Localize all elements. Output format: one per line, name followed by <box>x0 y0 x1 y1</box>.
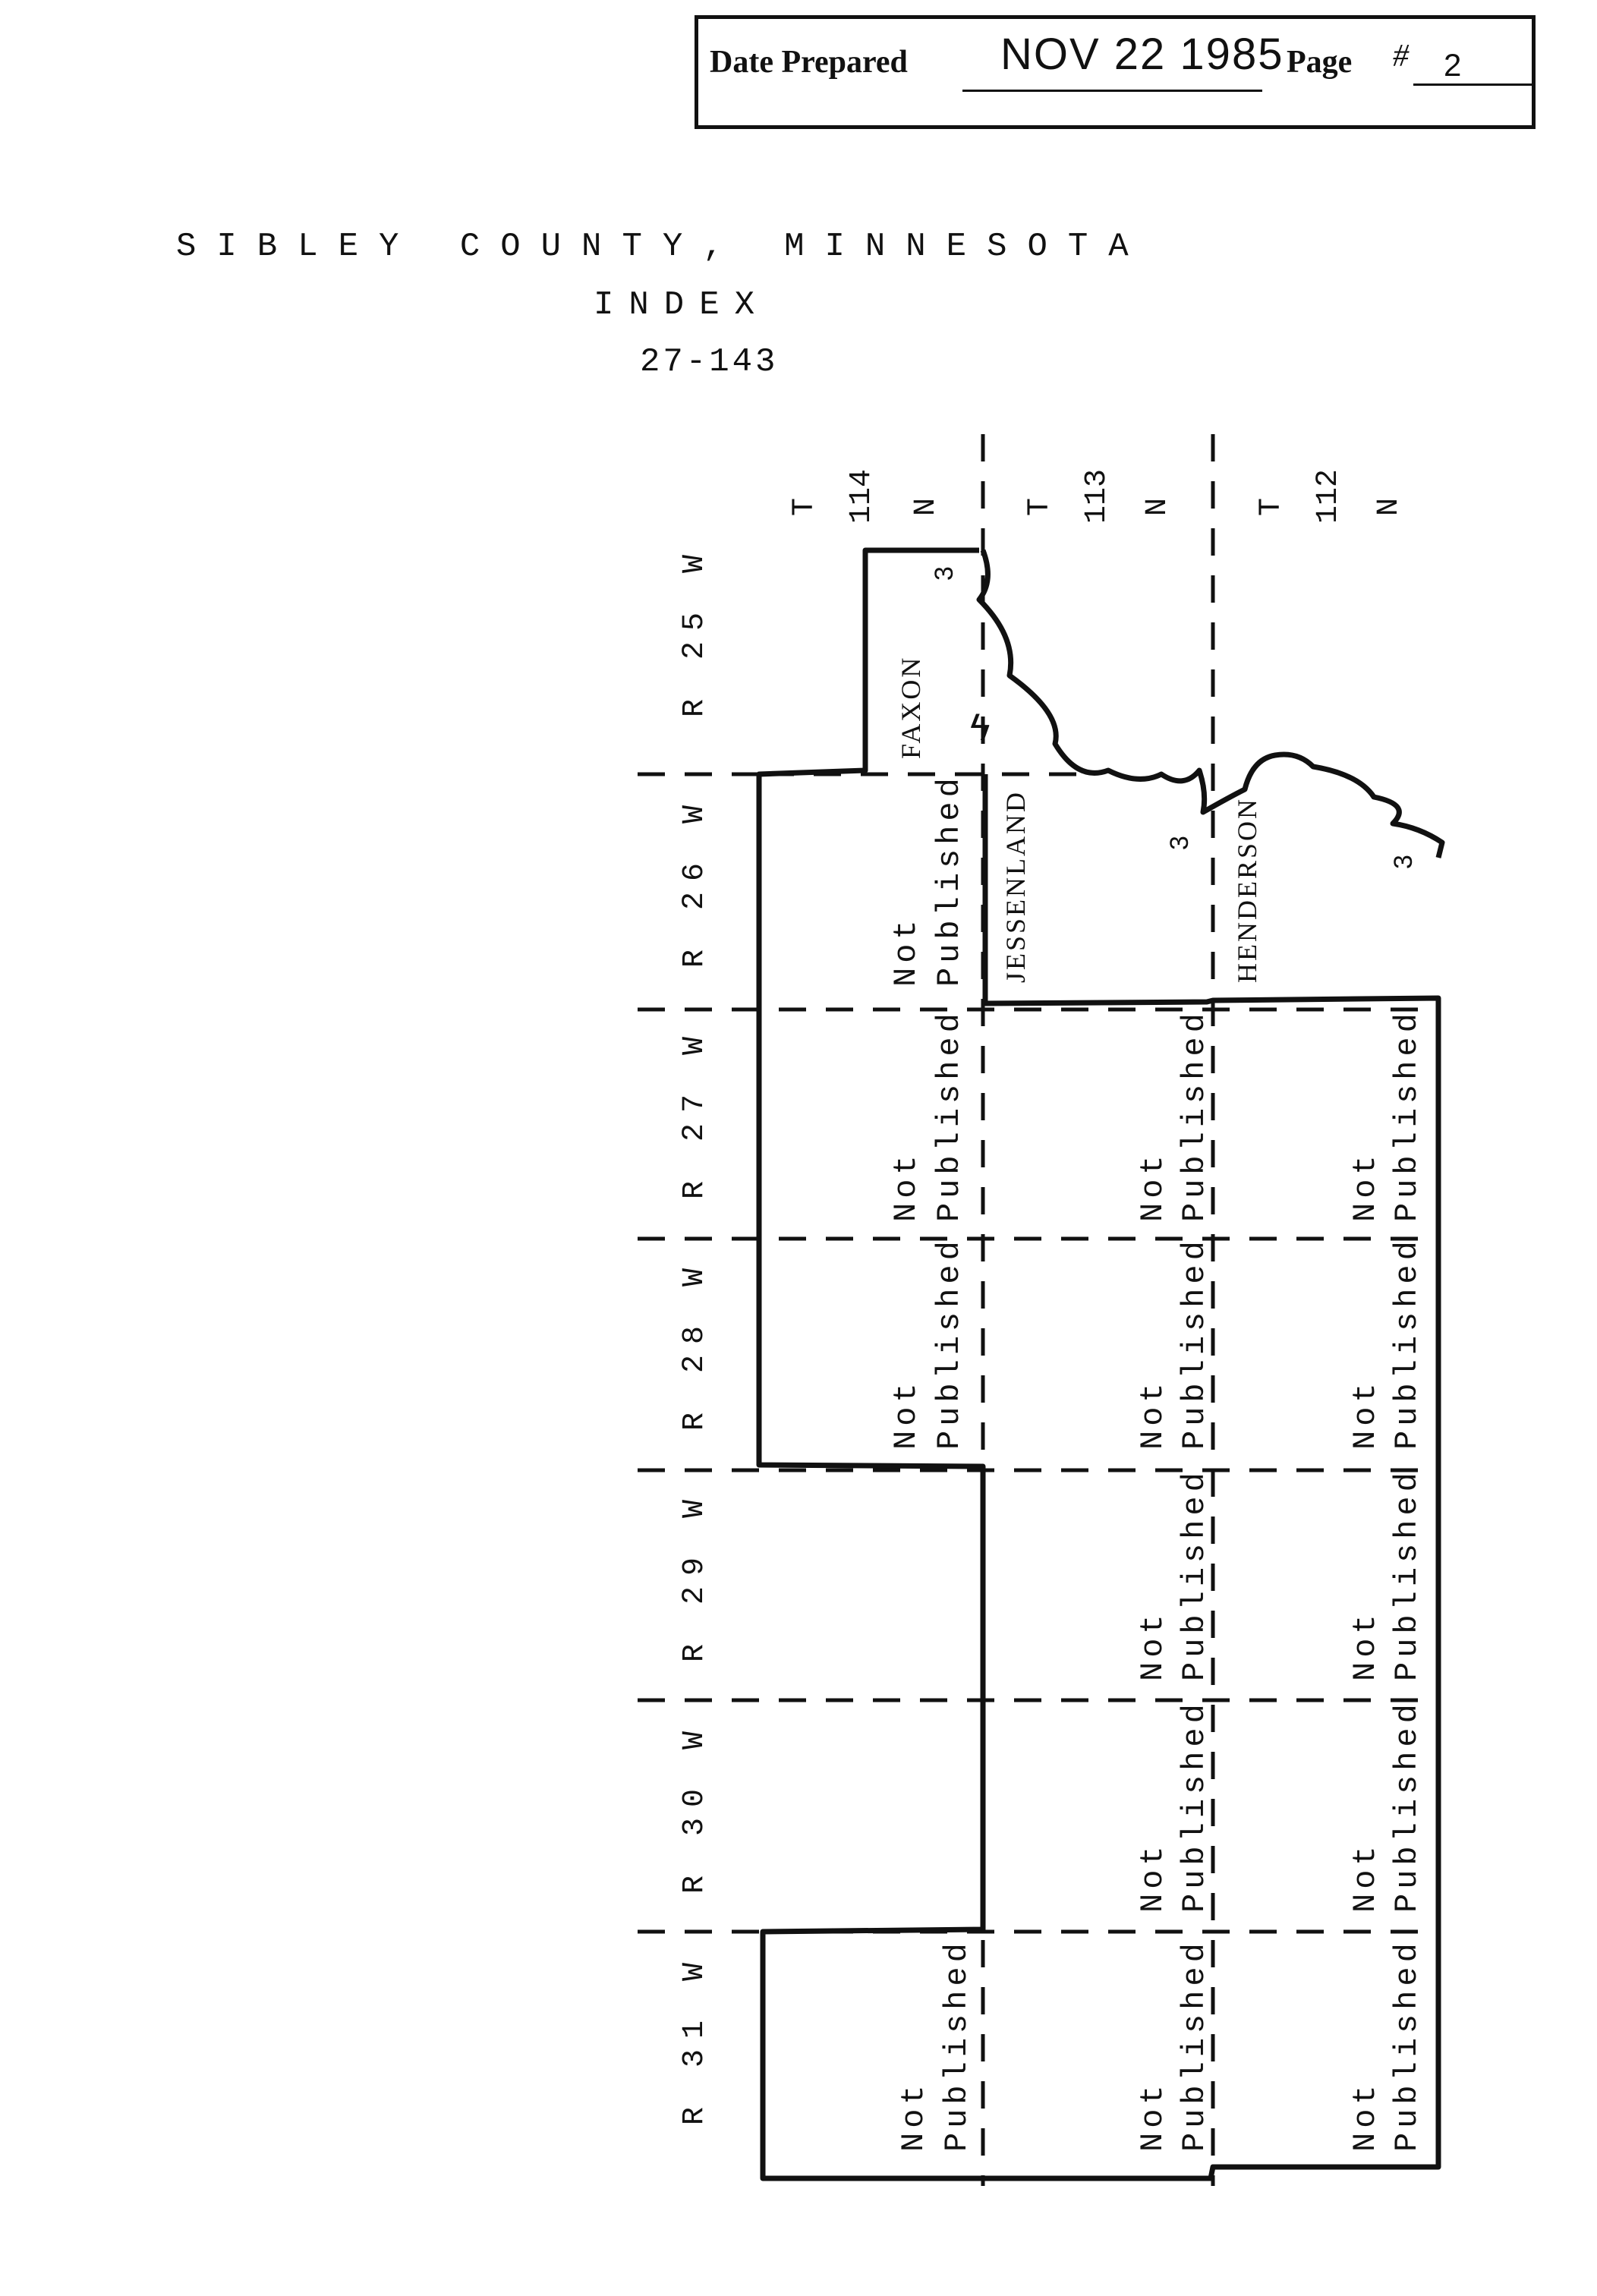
not-published-label: Not <box>888 1378 924 1450</box>
date-prepared-box <box>695 15 1536 129</box>
not-published-label: Not <box>1135 1610 1171 1681</box>
not-published-label: Published <box>939 1939 975 2152</box>
page-mark: # <box>1393 39 1409 74</box>
page-underline <box>1413 83 1533 86</box>
not-published-label: Published <box>931 1009 968 1222</box>
sheet-number-henderson: 3 <box>1389 855 1418 869</box>
not-published-label: Not <box>1135 1378 1171 1450</box>
not-published-label: Not <box>1347 1151 1384 1222</box>
township-t-114: T <box>788 498 822 516</box>
sheet-number-faxon: 3 <box>930 566 959 581</box>
township-t-112: T <box>1255 498 1289 516</box>
range-label-26: R 26 W <box>678 795 712 968</box>
date-stamp: NOV 22 1985 <box>1000 30 1284 79</box>
place-henderson: HENDERSON <box>1232 797 1262 983</box>
county-boundary <box>756 547 1445 2181</box>
range-label-28: R 28 W <box>678 1258 712 1431</box>
not-published-label: Not <box>1347 1610 1384 1681</box>
range-label-31: R 31 W <box>678 1952 712 2125</box>
index-code: 27-143 <box>640 343 779 381</box>
place-faxon: FAXON <box>896 656 926 759</box>
not-published-label: Published <box>931 773 968 987</box>
not-published-label: Published <box>1176 1468 1213 1681</box>
range-label-30: R 30 W <box>678 1721 712 1894</box>
not-published-label: Not <box>896 2080 932 2152</box>
not-published-label: Published <box>931 1236 968 1450</box>
not-published-label: Published <box>1389 1699 1425 1913</box>
township-n-113: N <box>1141 498 1175 516</box>
page-label: Page <box>1287 45 1353 80</box>
range-label-25: R 25 W <box>678 544 712 717</box>
page-number: 2 <box>1444 47 1462 83</box>
not-published-label: Not <box>1347 1841 1384 1913</box>
township-num-113: 113 <box>1080 469 1114 524</box>
place-jessenland: JESSENLAND <box>1000 790 1031 983</box>
not-published-label: Published <box>1176 1939 1213 2152</box>
not-published-label: Published <box>1389 1939 1425 2152</box>
not-published-label: Not <box>1347 1378 1384 1450</box>
break-symbol: ϟ <box>970 706 990 748</box>
not-published-label: Published <box>1176 1236 1213 1450</box>
not-published-label: Published <box>1176 1699 1213 1913</box>
township-n-114: N <box>909 498 943 516</box>
not-published-label: Published <box>1389 1468 1425 1681</box>
not-published-label: Published <box>1389 1009 1425 1222</box>
not-published-label: Not <box>888 1151 924 1222</box>
not-published-label: Published <box>1389 1236 1425 1450</box>
not-published-label: Not <box>1135 2080 1171 2152</box>
not-published-label: Published <box>1176 1009 1213 1222</box>
date-underline <box>962 90 1262 92</box>
not-published-label: Not <box>1135 1151 1171 1222</box>
township-t-113: T <box>1023 498 1057 516</box>
not-published-label: Not <box>888 915 924 987</box>
date-prepared-label: Date Prepared <box>710 45 908 80</box>
township-n-112: N <box>1372 498 1406 516</box>
township-num-112: 112 <box>1312 469 1346 524</box>
township-num-114: 114 <box>845 469 879 524</box>
not-published-label: Not <box>1135 1841 1171 1913</box>
sheet-number-jessenland: 3 <box>1165 836 1194 850</box>
range-label-29: R 29 W <box>678 1489 712 1662</box>
county-title: SIBLEY COUNTY, MINNESOTA <box>176 228 1149 266</box>
index-title: INDEX <box>594 286 770 324</box>
range-label-27: R 27 W <box>678 1026 712 1199</box>
not-published-label: Not <box>1347 2080 1384 2152</box>
